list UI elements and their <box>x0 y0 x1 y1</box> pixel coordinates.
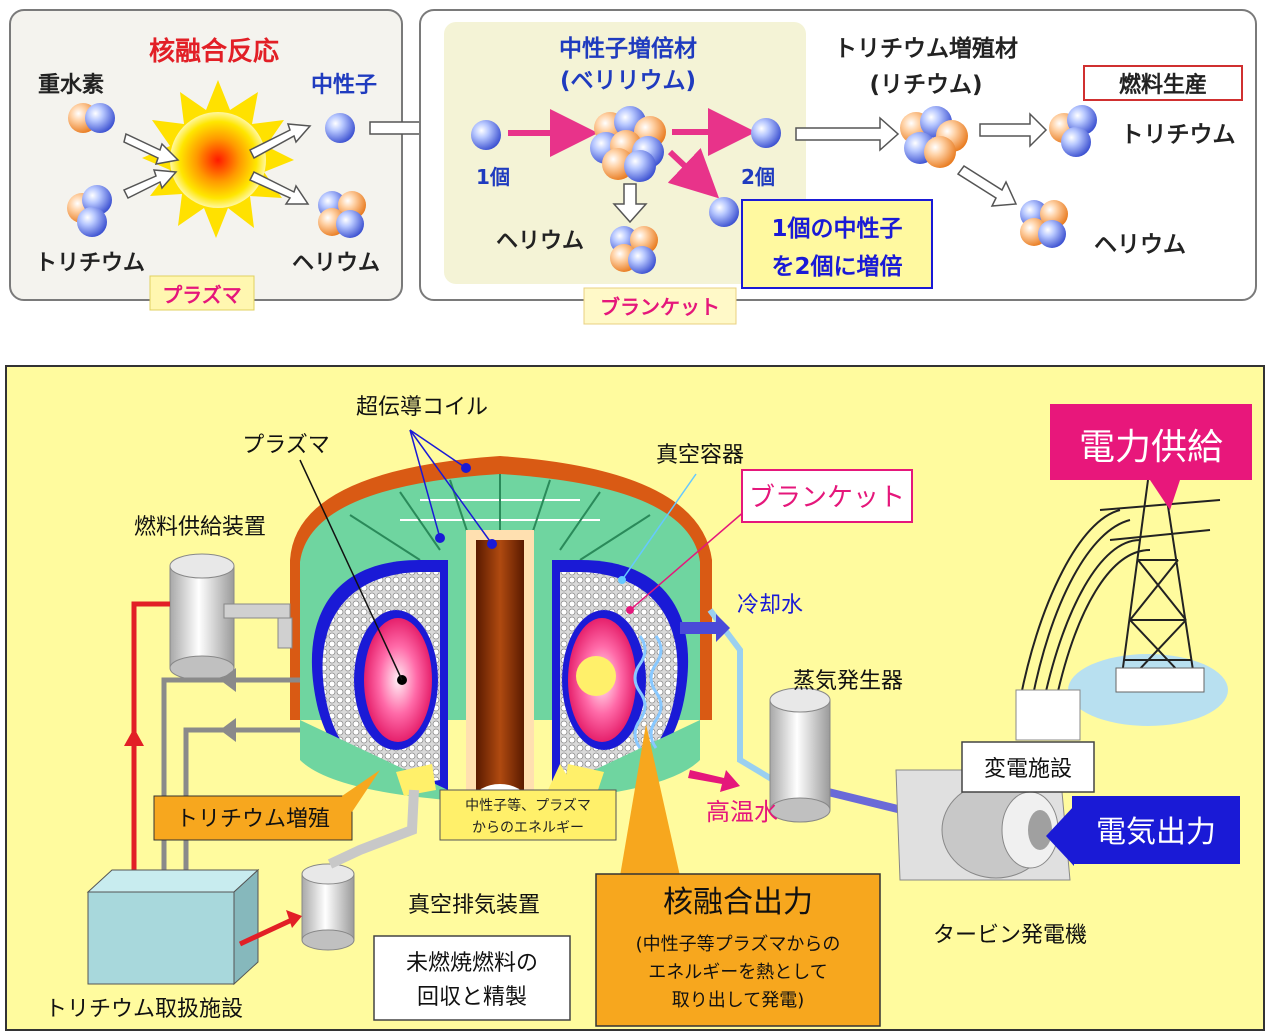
energy-note-line1: 中性子等、プラズマ <box>465 797 591 814</box>
one-count: 1個 <box>476 165 510 189</box>
plasma-burst-icon <box>142 80 294 238</box>
electric-output-callout: 電気出力 <box>1046 796 1240 866</box>
substation-label: 変電施設 <box>984 757 1072 782</box>
neutron-out2-icon <box>709 197 739 227</box>
tritium-facility-box-icon <box>86 868 260 986</box>
fusion-note-line1: (中性子等プラズマからの <box>636 934 841 955</box>
coil-pointer-lines <box>409 429 493 545</box>
breeder-subtitle: (リチウム) <box>869 72 982 98</box>
tritium-breeding-label: トリチウム増殖 <box>176 807 330 832</box>
tritium-atom-icon <box>67 185 112 237</box>
reaction-title: 核融合反応 <box>149 36 279 67</box>
helium-out-label: ヘリウム <box>1094 232 1186 258</box>
blanket-label: ブランケット <box>749 483 905 513</box>
fuel-supply-cylinder-icon <box>169 553 293 681</box>
two-count: 2個 <box>741 165 775 189</box>
multiplier-subtitle: (ベリリウム) <box>560 68 696 94</box>
helium-label: ヘリウム <box>292 251 380 276</box>
fusion-note-line3: 取り出して発電) <box>672 990 804 1011</box>
multiply-note-line2: を2個に増倍 <box>771 253 902 280</box>
vacuum-vessel-label: 真空容器 <box>656 443 744 468</box>
blanket-tag: ブランケット <box>600 295 720 319</box>
power-supply-callout: 電力供給 <box>1050 404 1252 510</box>
breeder-title: トリチウム増殖材 <box>834 35 1018 62</box>
steam-generator-label: 蒸気発生器 <box>793 669 903 694</box>
unburned-line2: 回収と精製 <box>417 985 527 1010</box>
blanket-panel: 中性子増倍材 (ベリリウム) 1個 2個 ヘリウム 1 <box>419 9 1257 325</box>
fusion-output-callout: 核融合出力 (中性子等プラズマからの エネルギーを熱として 取り出して発電) <box>595 724 881 1027</box>
coolant-pipes <box>633 608 911 816</box>
reaction-panel: 核融合反応 重水素 中性子 トリチウム ヘリウム プラズマ <box>9 9 403 311</box>
tritium-label: トリチウム <box>35 251 145 276</box>
vacuum-exhaust-label: 真空排気装置 <box>408 893 540 918</box>
reactor-vessel-icon <box>290 456 712 816</box>
multiplier-title: 中性子増倍材 <box>559 35 697 62</box>
transmission-tower-icon <box>1019 479 1221 701</box>
reaction-arrows <box>122 123 312 205</box>
vacuum-exhaust-cylinder-icon <box>301 789 419 951</box>
tritium-out-icon <box>1049 105 1097 157</box>
multiply-note-box <box>741 199 933 289</box>
fuel-supply-label: 燃料供給装置 <box>134 515 266 540</box>
beryllium-cluster-icon <box>590 106 666 182</box>
sc-coil-label: 超伝導コイル <box>356 395 488 420</box>
multiplier-helium-label: ヘリウム <box>496 229 584 254</box>
fusion-output-label: 核融合出力 <box>663 885 813 920</box>
multiply-note-line1: 1個の中性子 <box>771 216 902 242</box>
tritium-facility-label: トリチウム取扱施設 <box>45 997 243 1022</box>
hot-water-label: 高温水 <box>706 798 778 826</box>
helium-out-icon <box>1020 200 1068 248</box>
helium-atom2-icon <box>610 226 658 274</box>
neutron-in-icon <box>471 120 501 150</box>
energy-callout: 中性子等、プラズマ からのエネルギー <box>439 764 617 841</box>
tritium-out-label: トリチウム <box>1121 122 1236 148</box>
power-supply-label: 電力供給 <box>1079 427 1223 468</box>
turbine-generator-icon <box>895 769 1071 881</box>
electric-output-label: 電気出力 <box>1096 815 1216 850</box>
energy-note-line2: からのエネルギー <box>472 820 584 836</box>
deuterium-label: 重水素 <box>38 72 104 98</box>
helium-atom-icon <box>318 191 366 238</box>
fuel-return-line <box>131 601 170 890</box>
unburned-line1: 未燃焼燃料の <box>406 951 538 976</box>
neutron-out-icon <box>751 118 781 148</box>
neutron-label: 中性子 <box>311 73 377 98</box>
fusion-note-line2: エネルギーを熱として <box>648 962 827 983</box>
plasma-tag: プラズマ <box>162 283 242 307</box>
steam-generator-icon <box>769 687 831 823</box>
lithium-cluster-icon <box>900 106 968 168</box>
reactor-panel: 超伝導コイル プラズマ 真空容器 ブランケット 燃料供給装置 冷却水 蒸気発生器… <box>5 365 1265 1031</box>
fuel-production-tag: 燃料生産 <box>1119 72 1207 98</box>
coolant-label: 冷却水 <box>737 593 803 618</box>
deuterium-atom-icon <box>68 103 115 133</box>
neutron-icon <box>325 113 355 143</box>
turbine-label: タービン発電機 <box>933 923 1087 948</box>
plasma-label: プラズマ <box>242 433 330 458</box>
